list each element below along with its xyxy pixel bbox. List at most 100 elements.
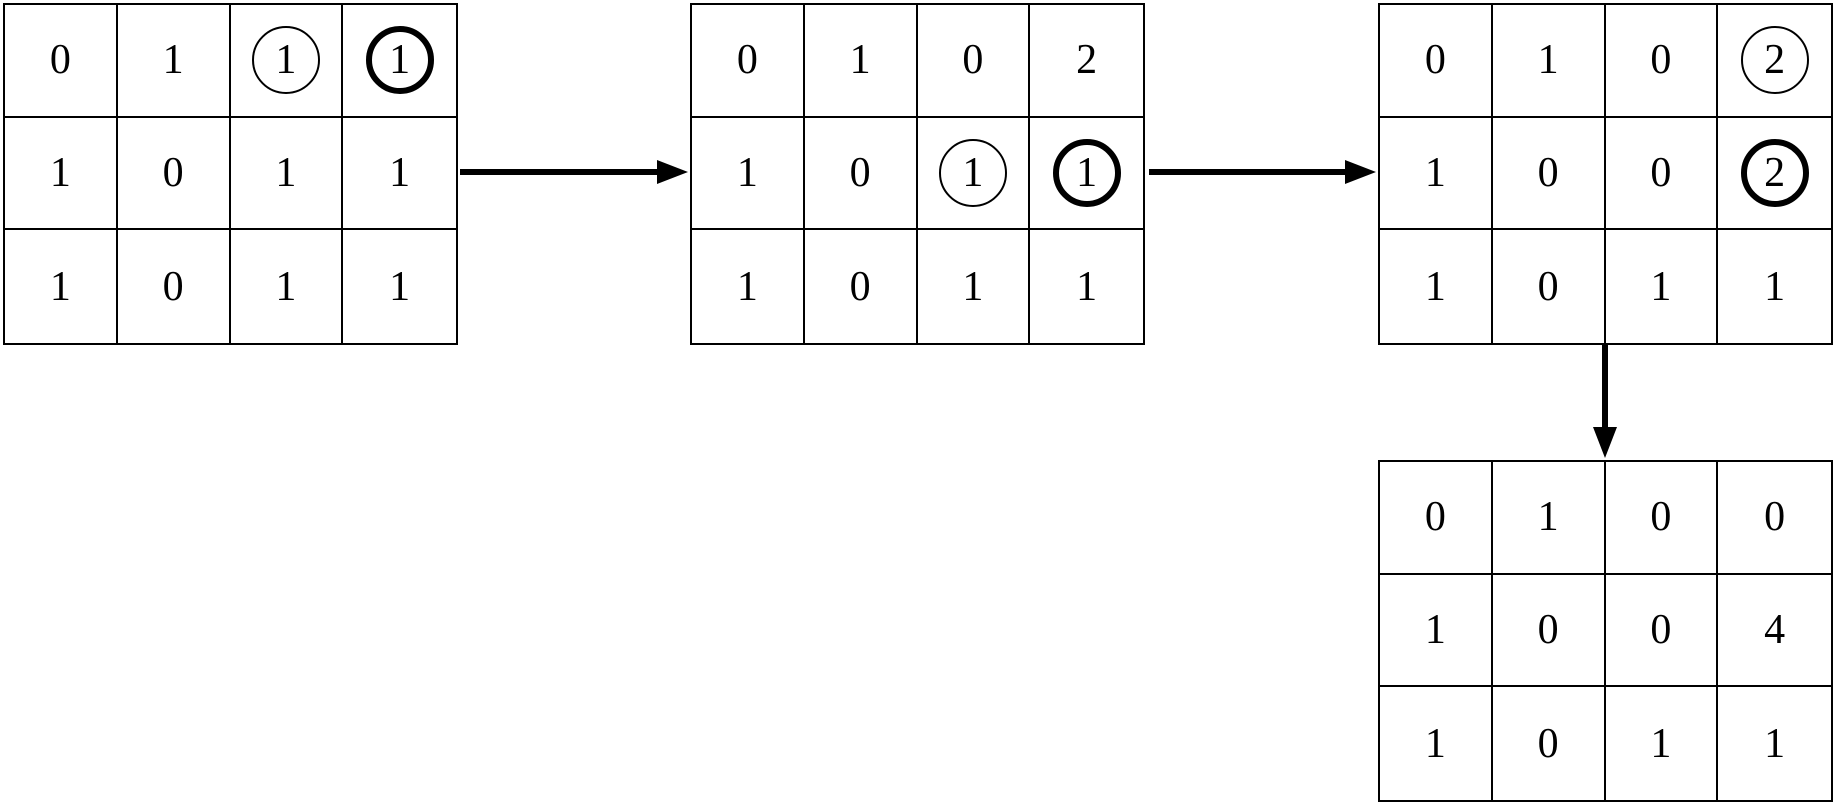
- matrix-cell-r0-c1: 1: [117, 5, 231, 118]
- matrix-cell-r0-c2: 0: [1605, 462, 1719, 575]
- right-arrow-icon: [1345, 160, 1376, 184]
- matrix-cell-r0-c0: 0: [1380, 5, 1493, 118]
- cell-value: 1: [1764, 720, 1786, 767]
- cell-value: 1: [1537, 494, 1559, 541]
- cell-value: 1: [1424, 149, 1446, 196]
- matrix-cell-r0-c0: 0: [5, 5, 118, 118]
- thin-circled-value: 2: [1740, 26, 1809, 95]
- matrix-cell-r2-c0: 1: [692, 230, 805, 343]
- matrix-cell-r1-c0: 1: [1380, 574, 1493, 688]
- matrix-cell-r0-c3: 0: [1718, 462, 1831, 575]
- bold-circled-value: 1: [365, 26, 434, 95]
- down-arrow-shaft: [1602, 345, 1608, 429]
- cell-value: 1: [49, 263, 71, 310]
- down-arrow-icon: [1593, 427, 1617, 458]
- matrix-cell-r1-c2: 0: [1605, 117, 1719, 231]
- cell-value: 1: [1076, 263, 1098, 310]
- cell-value: 2: [1076, 37, 1098, 84]
- matrix-cell-r1-c0: 1: [5, 117, 118, 231]
- cell-value: 0: [1650, 606, 1672, 653]
- matrix-cell-r2-c3: 1: [1718, 230, 1831, 343]
- matrix-cell-r1-c3: 1: [343, 118, 456, 231]
- matrix-cell-r1-c0: 1: [1380, 117, 1493, 231]
- cell-value: 1: [275, 149, 297, 196]
- cell-value: 0: [736, 37, 758, 84]
- matrix-cell-r0-c3: 2: [1718, 5, 1831, 118]
- right-arrow-shaft: [460, 169, 660, 175]
- matrix-cell-r2-c3: 1: [1718, 687, 1831, 800]
- cell-value: 0: [1650, 37, 1672, 84]
- cell-value: 1: [49, 149, 71, 196]
- matrix-cell-r1-c0: 1: [692, 117, 805, 231]
- matrix-cell-r0-c0: 0: [692, 5, 805, 118]
- cell-value: 1: [736, 263, 758, 310]
- matrix-cell-r2-c2: 1: [1606, 687, 1719, 800]
- cell-value: 0: [1537, 606, 1559, 653]
- cell-value: 1: [1424, 720, 1446, 767]
- cell-value: 0: [849, 149, 871, 196]
- cell-value: 1: [1650, 720, 1672, 767]
- matrix-cell-r1-c2: 1: [230, 117, 344, 231]
- cell-value: 1: [162, 37, 184, 84]
- cell-value: 1: [962, 263, 984, 310]
- matrix-cell-r2-c1: 0: [118, 230, 231, 343]
- matrix-cell-r2-c3: 1: [1030, 230, 1143, 343]
- bold-circled-value: 2: [1740, 138, 1809, 207]
- matrix-cell-r0-c1: 1: [804, 5, 918, 118]
- cell-value: 0: [162, 149, 184, 196]
- cell-value: 0: [962, 37, 984, 84]
- matrix-cell-r1-c3: 2: [1718, 118, 1831, 231]
- cell-value: 0: [1424, 37, 1446, 84]
- right-arrow-shaft: [1149, 169, 1347, 175]
- right-arrow-icon: [657, 160, 688, 184]
- matrix-cell-r0-c1: 1: [1492, 5, 1606, 118]
- matrix-cell-r1-c1: 0: [804, 117, 918, 231]
- cell-value: 1: [1764, 263, 1786, 310]
- matrix-cell-r2-c2: 1: [918, 230, 1031, 343]
- matrix-cell-r2-c2: 1: [231, 230, 344, 343]
- thin-circled-value: 1: [938, 138, 1007, 207]
- cell-value: 1: [1537, 37, 1559, 84]
- matrix-cell-r1-c2: 1: [917, 117, 1031, 231]
- matrix-cell-r1-c1: 0: [1492, 117, 1606, 231]
- cell-value: 1: [736, 149, 758, 196]
- cell-value: 1: [1650, 263, 1672, 310]
- matrix-cell-r0-c2: 0: [917, 5, 1031, 118]
- cell-value: 0: [1537, 149, 1559, 196]
- cell-value: 0: [1764, 494, 1786, 541]
- matrix-cell-r2-c0: 1: [1380, 230, 1493, 343]
- matrix-cell-r1-c1: 0: [1492, 574, 1606, 688]
- matrix-cell-r2-c1: 0: [1493, 687, 1606, 800]
- cell-value: 1: [389, 149, 411, 196]
- matrix-cell-r0-c1: 1: [1492, 462, 1606, 575]
- cell-value: 0: [1537, 263, 1559, 310]
- matrix-cell-r2-c1: 0: [1493, 230, 1606, 343]
- cell-value: 1: [849, 37, 871, 84]
- cell-value: 0: [1537, 720, 1559, 767]
- cell-value: 1: [389, 263, 411, 310]
- cell-value: 0: [849, 263, 871, 310]
- cell-value: 1: [1424, 606, 1446, 653]
- cell-value: 0: [1424, 494, 1446, 541]
- bold-circled-value: 1: [1052, 138, 1121, 207]
- cell-value: 0: [49, 37, 71, 84]
- cell-value: 0: [162, 263, 184, 310]
- matrix-cell-r2-c0: 1: [1380, 687, 1493, 800]
- matrix-cell-r0-c3: 1: [343, 5, 456, 118]
- cell-value: 4: [1764, 606, 1786, 653]
- matrix-cell-r1-c3: 4: [1718, 575, 1831, 688]
- matrix-cell-r1-c1: 0: [117, 117, 231, 231]
- cell-value: 0: [1650, 149, 1672, 196]
- matrix-cell-r1-c3: 1: [1030, 118, 1143, 231]
- matrix-cell-r0-c0: 0: [1380, 462, 1493, 575]
- matrix-cell-r2-c3: 1: [343, 230, 456, 343]
- thin-circled-value: 1: [251, 26, 320, 95]
- matrix-cell-r2-c1: 0: [805, 230, 918, 343]
- matrix-cell-r1-c2: 0: [1605, 574, 1719, 688]
- matrix-cell-r2-c0: 1: [5, 230, 118, 343]
